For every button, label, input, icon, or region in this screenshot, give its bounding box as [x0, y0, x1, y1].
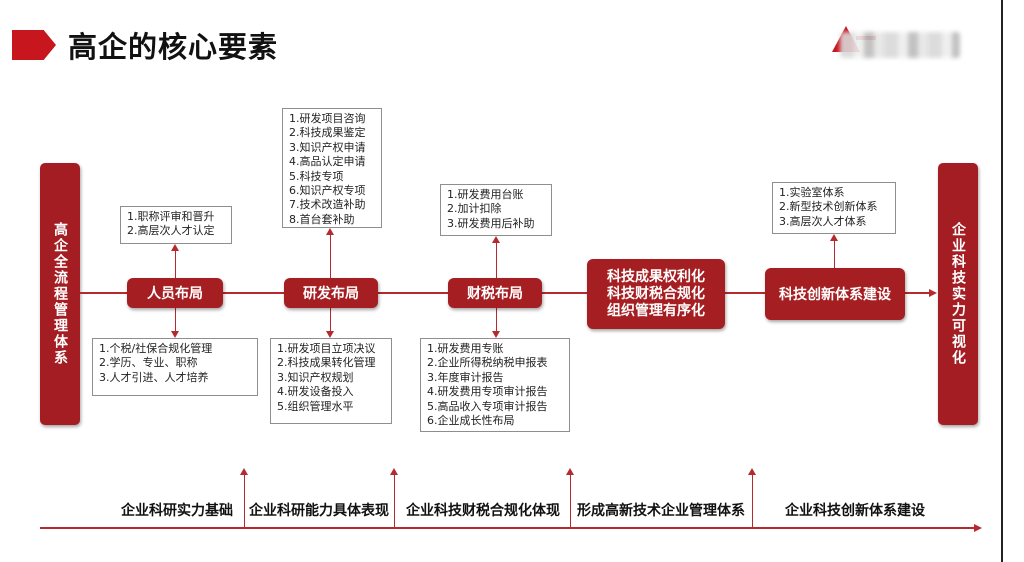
arrow-up-icon: [390, 468, 398, 475]
connector-personnel-up: [175, 250, 176, 278]
list-item: 5.组织管理水平: [277, 399, 354, 413]
stage-label-3: 企业科技财税合规化体现: [406, 503, 560, 519]
bottom-timeline-line: [40, 527, 975, 529]
list-item: 3.年度审计报告: [427, 370, 504, 384]
node-personnel-layout: 人员布局: [127, 278, 223, 308]
connector-rnd-up: [330, 234, 331, 278]
list-item: 1.实验室体系: [779, 186, 845, 199]
stage-label-1: 企业科研实力基础: [121, 503, 233, 519]
list-item: 8.首台套补助: [289, 212, 355, 226]
list-item: 2.科技成果鉴定: [289, 126, 366, 140]
company-logo: [832, 24, 962, 64]
connector-tax-down: [496, 308, 497, 332]
box-tax-bottom: 1.研发费用专账 2.企业所得税纳税申报表 3.年度审计报告 4.研发费用专项审…: [420, 338, 570, 432]
list-item: 4.研发费用专项审计报告: [427, 385, 548, 399]
connector-tax-up: [496, 242, 497, 278]
right-bar-label: 企业科技实力可视化: [950, 222, 966, 366]
arrow-up-icon: [240, 468, 248, 475]
outcome-line-2: 科技财税合规化: [607, 285, 705, 302]
list-item: 7.技术改造补助: [289, 198, 366, 212]
arrow-up-icon: [566, 468, 574, 475]
arrow-down-icon: [326, 331, 334, 338]
stage-label-5: 企业科技创新体系建设: [785, 503, 925, 519]
stage-divider-4: [752, 474, 753, 527]
box-rnd-bottom: 1.研发项目立项决议 2.科技成果转化管理 3.知识产权规划 4.研发设备投入 …: [270, 338, 392, 424]
stage-divider-3: [570, 474, 571, 527]
list-item: 2.加计扣除: [447, 202, 502, 216]
logo-blurred-text: [840, 32, 960, 58]
stage-label-2: 企业科研能力具体表现: [249, 503, 389, 519]
stage-divider-1: [244, 474, 245, 527]
list-item: 6.企业成长性布局: [427, 414, 515, 428]
right-bar-tech-strength-visualization: 企业科技实力可视化: [938, 163, 978, 425]
node-outcome-summary: 科技成果权利化 科技财税合规化 组织管理有序化: [587, 259, 725, 329]
list-item: 6.知识产权专项: [289, 184, 366, 198]
list-item: 3.知识产权申请: [289, 140, 366, 154]
left-bar-full-process-system: 高企全流程管理体系: [40, 163, 80, 425]
arrow-up-icon: [830, 234, 838, 241]
arrow-down-icon: [492, 331, 500, 338]
arrow-up-icon: [171, 244, 179, 251]
list-item: 4.高品认定申请: [289, 155, 366, 169]
list-item: 1.个税/社保合规化管理: [99, 342, 213, 355]
list-item: 1.研发费用台账: [447, 188, 524, 201]
list-item: 2.科技成果转化管理: [277, 356, 376, 370]
list-item: 3.高层次人才体系: [779, 214, 867, 228]
connector-innovation-up: [834, 240, 835, 268]
main-flow-arrowhead-icon: [929, 289, 937, 297]
box-tax-top: 1.研发费用台账 2.加计扣除 3.研发费用后补助: [440, 184, 552, 236]
title-marker-icon: [12, 30, 56, 60]
list-item: 5.科技专项: [289, 169, 344, 183]
outcome-line-3: 组织管理有序化: [607, 302, 705, 319]
list-item: 1.研发项目立项决议: [277, 342, 376, 355]
list-item: 4.研发设备投入: [277, 385, 354, 399]
connector-personnel-down: [175, 308, 176, 332]
box-innovation-top: 1.实验室体系 2.新型技术创新体系 3.高层次人才体系: [772, 182, 896, 234]
left-bar-label: 高企全流程管理体系: [52, 222, 68, 366]
list-item: 3.知识产权规划: [277, 370, 354, 384]
stage-label-4: 形成高新技术企业管理体系: [577, 503, 745, 519]
box-rnd-top: 1.研发项目咨询 2.科技成果鉴定 3.知识产权申请 4.高品认定申请 5.科技…: [282, 108, 382, 228]
list-item: 1.研发费用专账: [427, 342, 504, 355]
list-item: 2.企业所得税纳税申报表: [427, 356, 548, 370]
box-personnel-top: 1.职称评审和晋升 2.高层次人才认定: [120, 206, 232, 244]
list-item: 2.高层次人才认定: [127, 224, 215, 238]
list-item: 3.人才引进、人才培养: [99, 370, 209, 384]
list-item: 2.新型技术创新体系: [779, 200, 878, 214]
connector-rnd-down: [330, 308, 331, 332]
node-tax-layout: 财税布局: [448, 278, 542, 308]
page-title: 高企的核心要素: [68, 30, 279, 64]
right-edge-divider: [1001, 0, 1003, 562]
list-item: 1.研发项目咨询: [289, 112, 366, 125]
list-item: 5.高品收入专项审计报告: [427, 399, 548, 413]
list-item: 3.研发费用后补助: [447, 216, 535, 230]
arrow-up-icon: [492, 236, 500, 243]
outcome-line-1: 科技成果权利化: [607, 268, 705, 285]
node-innovation-system: 科技创新体系建设: [765, 268, 905, 320]
arrow-up-icon: [748, 468, 756, 475]
arrow-down-icon: [171, 331, 179, 338]
box-personnel-bottom: 1.个税/社保合规化管理 2.学历、专业、职称 3.人才引进、人才培养: [92, 338, 258, 396]
timeline-arrowhead-icon: [974, 524, 982, 532]
list-item: 1.职称评审和晋升: [127, 210, 215, 223]
stage-divider-2: [394, 474, 395, 527]
arrow-up-icon: [326, 228, 334, 235]
list-item: 2.学历、专业、职称: [99, 356, 198, 370]
node-rnd-layout: 研发布局: [284, 278, 378, 308]
